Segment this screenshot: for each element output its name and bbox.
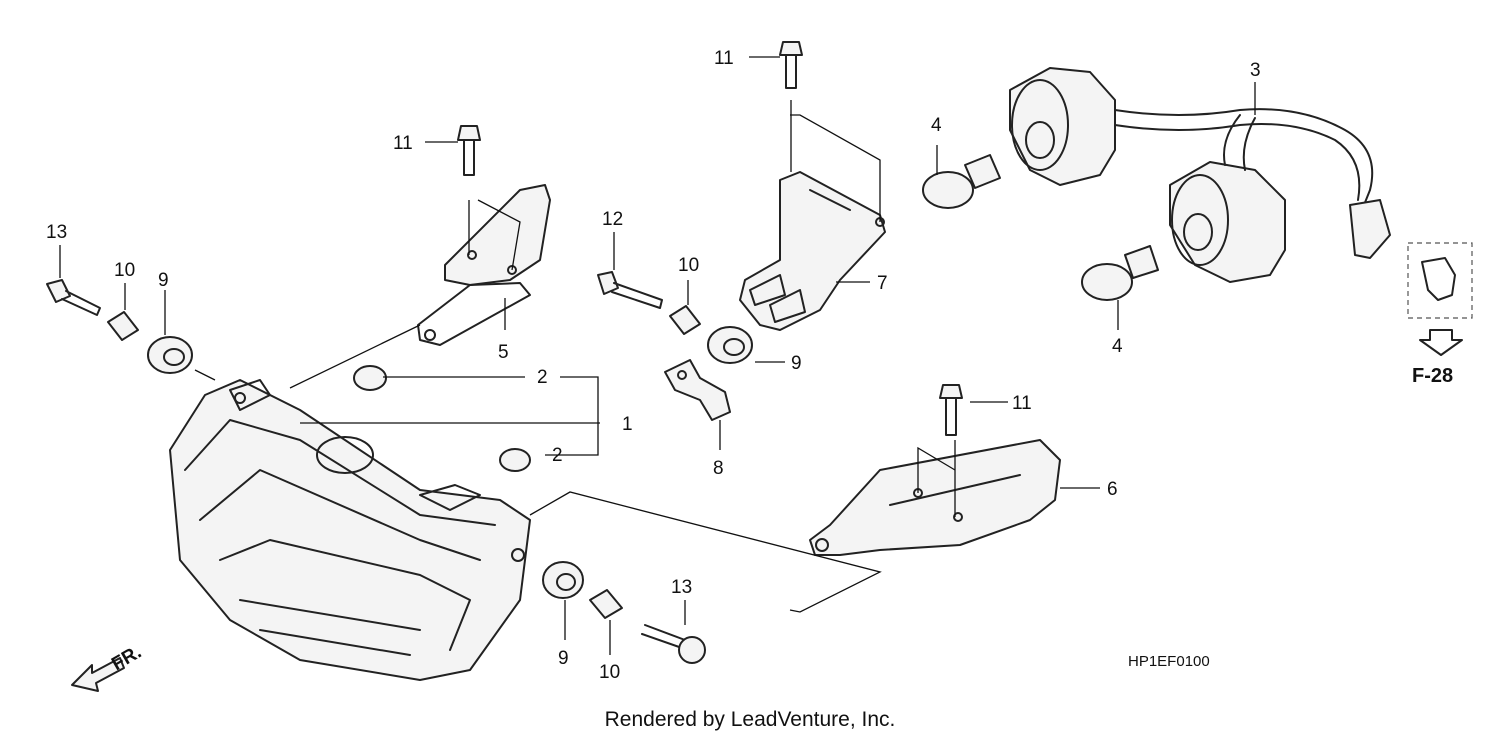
clamp-8 (664, 359, 731, 421)
grommet-9-center (707, 326, 753, 364)
bushing-2-lower (499, 448, 531, 472)
socket-harness (1009, 67, 1391, 283)
callout-7: 7 (877, 273, 888, 294)
callout-3: 3 (1250, 60, 1261, 81)
callout-13-right: 13 (671, 577, 692, 598)
collar-10-bottom (589, 589, 623, 619)
callout-1: 1 (622, 414, 633, 435)
bolt-11-top (779, 41, 803, 89)
callout-2-lower: 2 (552, 445, 563, 466)
callout-10-center: 10 (678, 255, 699, 276)
bracket-lower-right (809, 439, 1061, 556)
callout-9-bottom: 9 (558, 648, 569, 669)
footer-credit: Rendered by LeadVenture, Inc. (604, 708, 896, 731)
bolt-12 (597, 271, 663, 309)
front-arrow (71, 657, 125, 692)
leader-lines (59, 56, 1256, 655)
callout-12: 12 (602, 209, 623, 230)
bracket-center (739, 171, 886, 331)
headlight-assembly (169, 379, 531, 681)
grommet-9-left (147, 336, 193, 374)
callout-11-right: 11 (1012, 393, 1032, 414)
callout-2-upper: 2 (537, 367, 548, 388)
callout-4-upper: 4 (931, 115, 942, 136)
callout-5: 5 (498, 342, 509, 363)
bolt-11-right (939, 384, 963, 436)
collar-10-left (107, 311, 139, 341)
callout-13-left: 13 (46, 222, 67, 243)
callout-9-center: 9 (791, 353, 802, 374)
grommet-9-bottom (542, 561, 584, 599)
bulb-upper (922, 154, 1001, 209)
callout-11-left: 11 (393, 133, 413, 154)
collar-10-center (669, 305, 701, 335)
diagram-code: HP1EF0100 (1128, 653, 1210, 670)
callout-10-left: 10 (114, 260, 135, 281)
bolt-11-left (457, 125, 481, 176)
bulb-lower (1081, 245, 1159, 301)
reference-inset (1407, 242, 1473, 356)
callout-10-bottom: 10 (599, 662, 620, 683)
bolt-13-left (46, 279, 101, 316)
callout-4-lower: 4 (1112, 336, 1123, 357)
callout-8: 8 (713, 458, 724, 479)
callout-11-top: 11 (714, 48, 734, 69)
bolt-13-right (641, 624, 706, 664)
reference-label: F-28 (1412, 365, 1453, 387)
bracket-upper-left (417, 184, 551, 346)
callout-9-left: 9 (158, 270, 169, 291)
bushing-2-upper (353, 365, 387, 391)
callout-6: 6 (1107, 479, 1118, 500)
